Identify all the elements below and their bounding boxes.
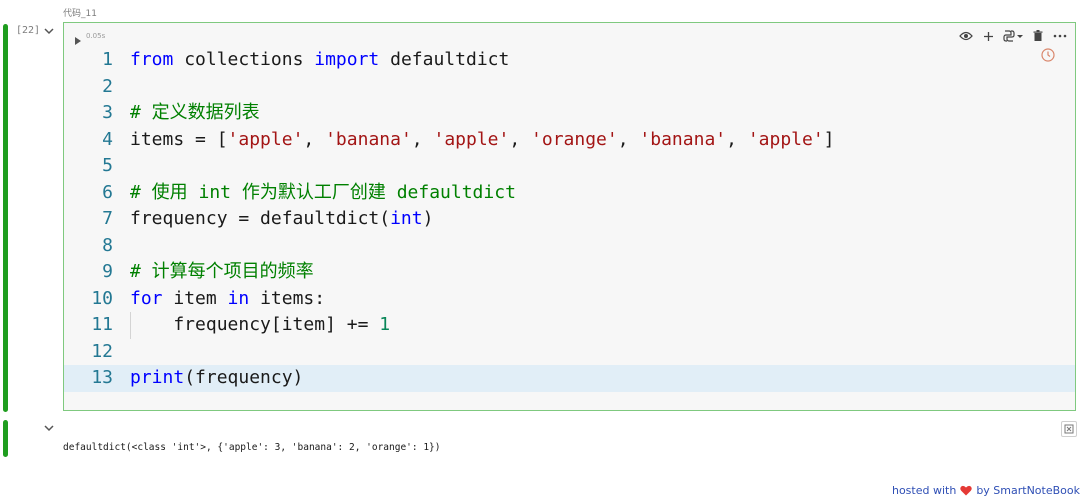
code-token: import <box>314 49 380 70</box>
footer-credit[interactable]: hosted with by SmartNoteBook <box>892 484 1080 497</box>
code-token: item <box>162 287 228 309</box>
code-token: # 使用 int 作为默认工厂创建 defaultdict <box>130 181 516 203</box>
line-content: for item in items: <box>130 286 325 313</box>
execution-count: [22] <box>16 25 41 36</box>
code-line[interactable]: 6 # 使用 int 作为默认工厂创建 defaultdict <box>64 180 1075 207</box>
line-content: from collections import defaultdict <box>130 47 509 74</box>
line-number: 7 <box>102 208 113 229</box>
python-icon[interactable] <box>1001 28 1025 44</box>
code-token: , <box>726 128 748 150</box>
code-token: items: <box>249 287 326 309</box>
code-token: frequency[item] += <box>130 314 380 335</box>
line-content: items = ['apple', 'banana', 'apple', 'or… <box>130 127 835 154</box>
code-token: 'banana' <box>325 128 412 150</box>
line-content: # 使用 int 作为默认工厂创建 defaultdict <box>130 180 516 207</box>
clear-output-icon[interactable] <box>1061 421 1077 437</box>
code-editor[interactable]: 1 from collections import defaultdict 2 3 # … <box>64 47 1075 392</box>
heart-icon <box>960 485 973 496</box>
code-token: 'orange' <box>531 128 618 150</box>
code-token: for <box>130 287 163 309</box>
plus-icon[interactable] <box>979 28 997 44</box>
code-line[interactable]: 8 <box>64 233 1075 260</box>
code-token: ) <box>422 208 434 229</box>
more-icon[interactable] <box>1051 28 1069 44</box>
line-number: 12 <box>91 340 113 362</box>
code-token: collections <box>173 49 315 70</box>
indent-guide <box>130 312 131 339</box>
line-content: frequency[item] += 1 <box>130 312 390 339</box>
code-token: 'apple' <box>433 128 510 150</box>
chevron-down-icon[interactable] <box>43 25 55 37</box>
code-line[interactable]: 7 frequency = defaultdict(int) <box>64 206 1075 233</box>
line-number: 13 <box>91 367 113 388</box>
code-token: , <box>617 128 640 150</box>
line-number: 6 <box>102 181 113 203</box>
cell-output: defaultdict(<class 'int'>, {'apple': 3, … <box>63 442 441 453</box>
trash-icon[interactable] <box>1029 28 1047 44</box>
chevron-down-icon[interactable] <box>43 422 55 434</box>
code-token: 'banana' <box>639 128 727 150</box>
code-token: , <box>303 128 326 150</box>
code-token: print <box>130 367 185 388</box>
code-line[interactable]: 1 from collections import defaultdict <box>64 47 1075 74</box>
line-number: 11 <box>91 314 113 335</box>
code-token: items = [ <box>130 128 228 150</box>
line-number: 5 <box>102 155 113 176</box>
cell-toolbar <box>957 28 1069 44</box>
line-content: frequency = defaultdict(int) <box>130 206 433 233</box>
code-token: defaultdict <box>379 49 510 70</box>
code-token: , <box>411 128 434 150</box>
code-token: # 定义数据列表 <box>130 102 260 123</box>
code-line[interactable]: 5 <box>64 153 1075 180</box>
code-line[interactable]: 3 # 定义数据列表 <box>64 100 1075 127</box>
line-number: 10 <box>91 287 113 309</box>
code-token: , <box>509 128 532 150</box>
code-cell[interactable]: 0.05s 1 from collections import defaultdi… <box>63 22 1076 411</box>
code-token: frequency = defaultdict( <box>130 208 391 229</box>
eye-icon[interactable] <box>957 28 975 44</box>
code-line[interactable]: 13 print(frequency) <box>64 365 1075 392</box>
code-cell-collapse-bar[interactable] <box>3 24 8 412</box>
line-number: 1 <box>102 49 113 70</box>
code-line[interactable]: 2 <box>64 74 1075 101</box>
line-number: 2 <box>102 75 113 97</box>
code-line[interactable]: 11 frequency[item] += 1 <box>64 312 1075 339</box>
timer-icon <box>1041 47 1055 62</box>
code-line[interactable]: 12 <box>64 339 1075 366</box>
code-token: 'apple' <box>227 128 304 150</box>
execution-time: 0.05s <box>86 32 106 40</box>
run-icon[interactable] <box>73 31 83 45</box>
line-content: # 计算每个项目的频率 <box>130 259 314 286</box>
code-token: (frequency) <box>184 367 304 388</box>
line-number: 9 <box>102 261 113 282</box>
line-number: 3 <box>102 102 113 123</box>
line-content: print(frequency) <box>130 365 303 392</box>
line-number: 4 <box>102 128 113 150</box>
line-number: 8 <box>102 234 113 256</box>
code-token: in <box>227 287 250 309</box>
code-token: from <box>130 49 174 70</box>
output-collapse-bar[interactable] <box>3 420 8 457</box>
code-line[interactable]: 9 # 计算每个项目的频率 <box>64 259 1075 286</box>
footer-prefix: hosted with <box>891 484 957 497</box>
line-content: # 定义数据列表 <box>130 100 260 127</box>
code-token: ] <box>823 128 835 150</box>
code-token: 1 <box>379 314 391 335</box>
code-line[interactable]: 10 for item in items: <box>64 286 1075 313</box>
code-token: # 计算每个项目的频率 <box>130 261 314 282</box>
cell-name: 代码_11 <box>63 9 97 19</box>
code-token: int <box>390 208 423 229</box>
code-token: 'apple' <box>747 128 824 150</box>
footer-suffix: by SmartNoteBook <box>976 484 1080 497</box>
